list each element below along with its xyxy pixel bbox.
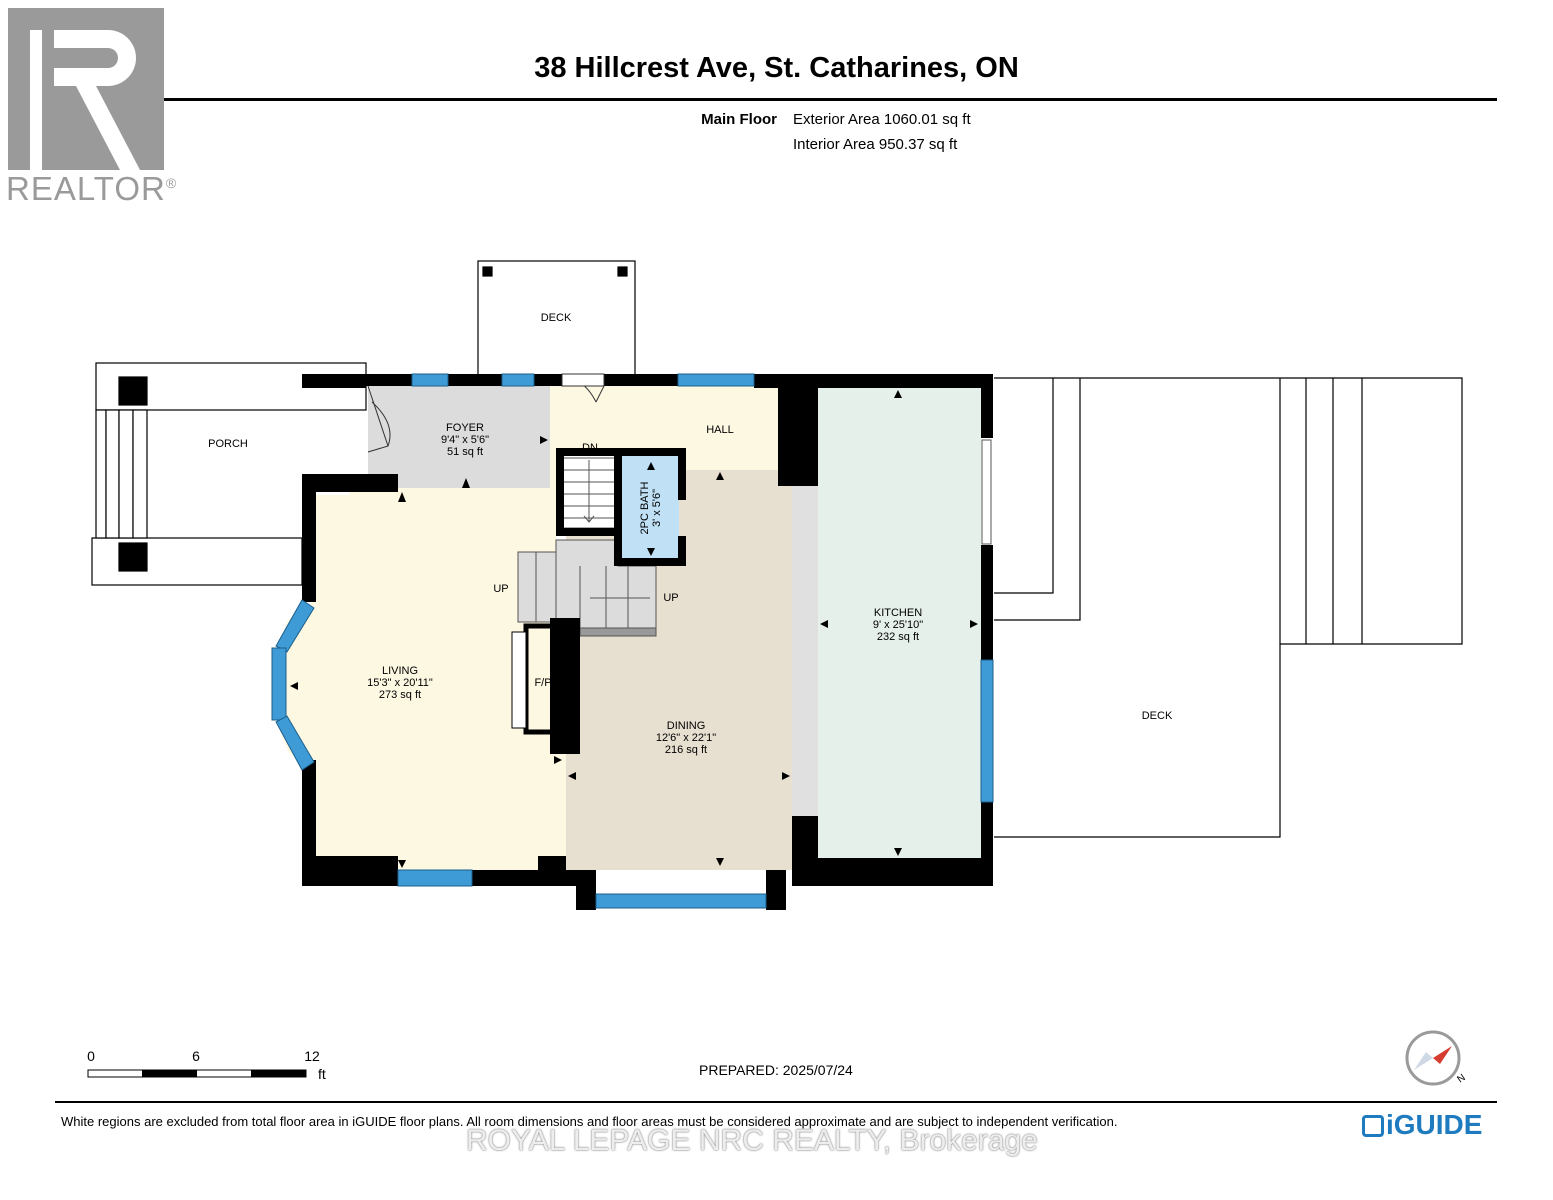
windows (271, 373, 994, 909)
bath-name: 2PC BATH (639, 481, 651, 534)
foyer-area: 51 sq ft (447, 446, 483, 458)
hall-fill (550, 386, 778, 488)
doors (367, 373, 605, 453)
fireplace-label: F/P (534, 677, 551, 689)
foyer-dims: 9'4" x 5'6" (441, 434, 489, 446)
floor-plan: DECK PORCH FOYER 9'4" x 5'6" 51 sq ft HA… (91, 260, 1463, 910)
hall-label: HALL (706, 424, 734, 436)
foyer-fill (368, 386, 556, 488)
dining-name: DINING (667, 720, 706, 732)
dining-area: 216 sq ft (665, 744, 707, 756)
kitchen-door (981, 439, 992, 545)
bay-floor (596, 870, 768, 895)
compass: N (1405, 1030, 1468, 1086)
header-divider (55, 98, 1497, 101)
scale-bar: 0 6 12 ft (87, 1048, 326, 1082)
scale-tick-0: 0 (87, 1048, 95, 1064)
scale-tick-12: 12 (304, 1048, 320, 1064)
kitchen-dims: 9' x 25'10" (873, 619, 923, 631)
footer-divider (55, 1101, 1497, 1103)
living-dims: 15'3" x 20'11" (367, 677, 433, 689)
room-fills (276, 386, 981, 895)
bath-fill (621, 455, 679, 561)
compass-needle-north (1433, 1046, 1452, 1064)
bath-dims: 3' x 5'6" (651, 489, 663, 527)
iguide-logo-icon (1362, 1115, 1384, 1137)
stairs-down-label: DN (582, 442, 598, 454)
deck-top (477, 260, 636, 378)
deck-right-label: DECK (1142, 710, 1173, 722)
exterior-area: Exterior Area 1060.01 sq ft (793, 111, 971, 128)
kitchen-opening (792, 486, 818, 816)
exterior-structures (91, 260, 1463, 838)
floor-name: Main Floor (701, 111, 777, 128)
brokerage-watermark: ROYAL LEPAGE NRC REALTY, Brokerage (466, 1124, 1038, 1157)
foyer-name: FOYER (446, 422, 484, 434)
stairs-up-left-label: UP (493, 583, 508, 595)
porch-label: PORCH (208, 438, 248, 450)
kitchen-fill (818, 388, 981, 858)
stairs-up-right-label: UP (663, 592, 678, 604)
living-fill (276, 488, 566, 870)
realtor-wordmark: REALTOR® (6, 170, 178, 207)
kitchen-area: 232 sq ft (877, 631, 919, 643)
stairs (517, 457, 657, 637)
walls (302, 374, 993, 910)
realtor-logo (8, 8, 164, 170)
kitchen-name: KITCHEN (874, 607, 922, 619)
page-title: 38 Hillcrest Ave, St. Catharines, ON (534, 52, 1019, 84)
prepared-date: PREPARED: 2025/07/24 (699, 1062, 853, 1078)
compass-n-label: N (1455, 1072, 1467, 1085)
interior-area: Interior Area 950.37 sq ft (793, 136, 958, 153)
compass-needle-south (1414, 1052, 1433, 1070)
deck-top-label: DECK (541, 312, 572, 324)
dining-dims: 12'6" x 22'1" (656, 732, 716, 744)
living-name: LIVING (382, 665, 418, 677)
dimension-arrows (290, 390, 978, 868)
scale-unit: ft (318, 1066, 326, 1082)
room-labels: DECK PORCH FOYER 9'4" x 5'6" 51 sq ft HA… (208, 312, 1173, 756)
disclaimer: White regions are excluded from total fl… (61, 1114, 1118, 1129)
living-area: 273 sq ft (379, 689, 421, 701)
iguide-logo: iGUIDE (1362, 1109, 1482, 1141)
scale-tick-6: 6 (192, 1048, 200, 1064)
